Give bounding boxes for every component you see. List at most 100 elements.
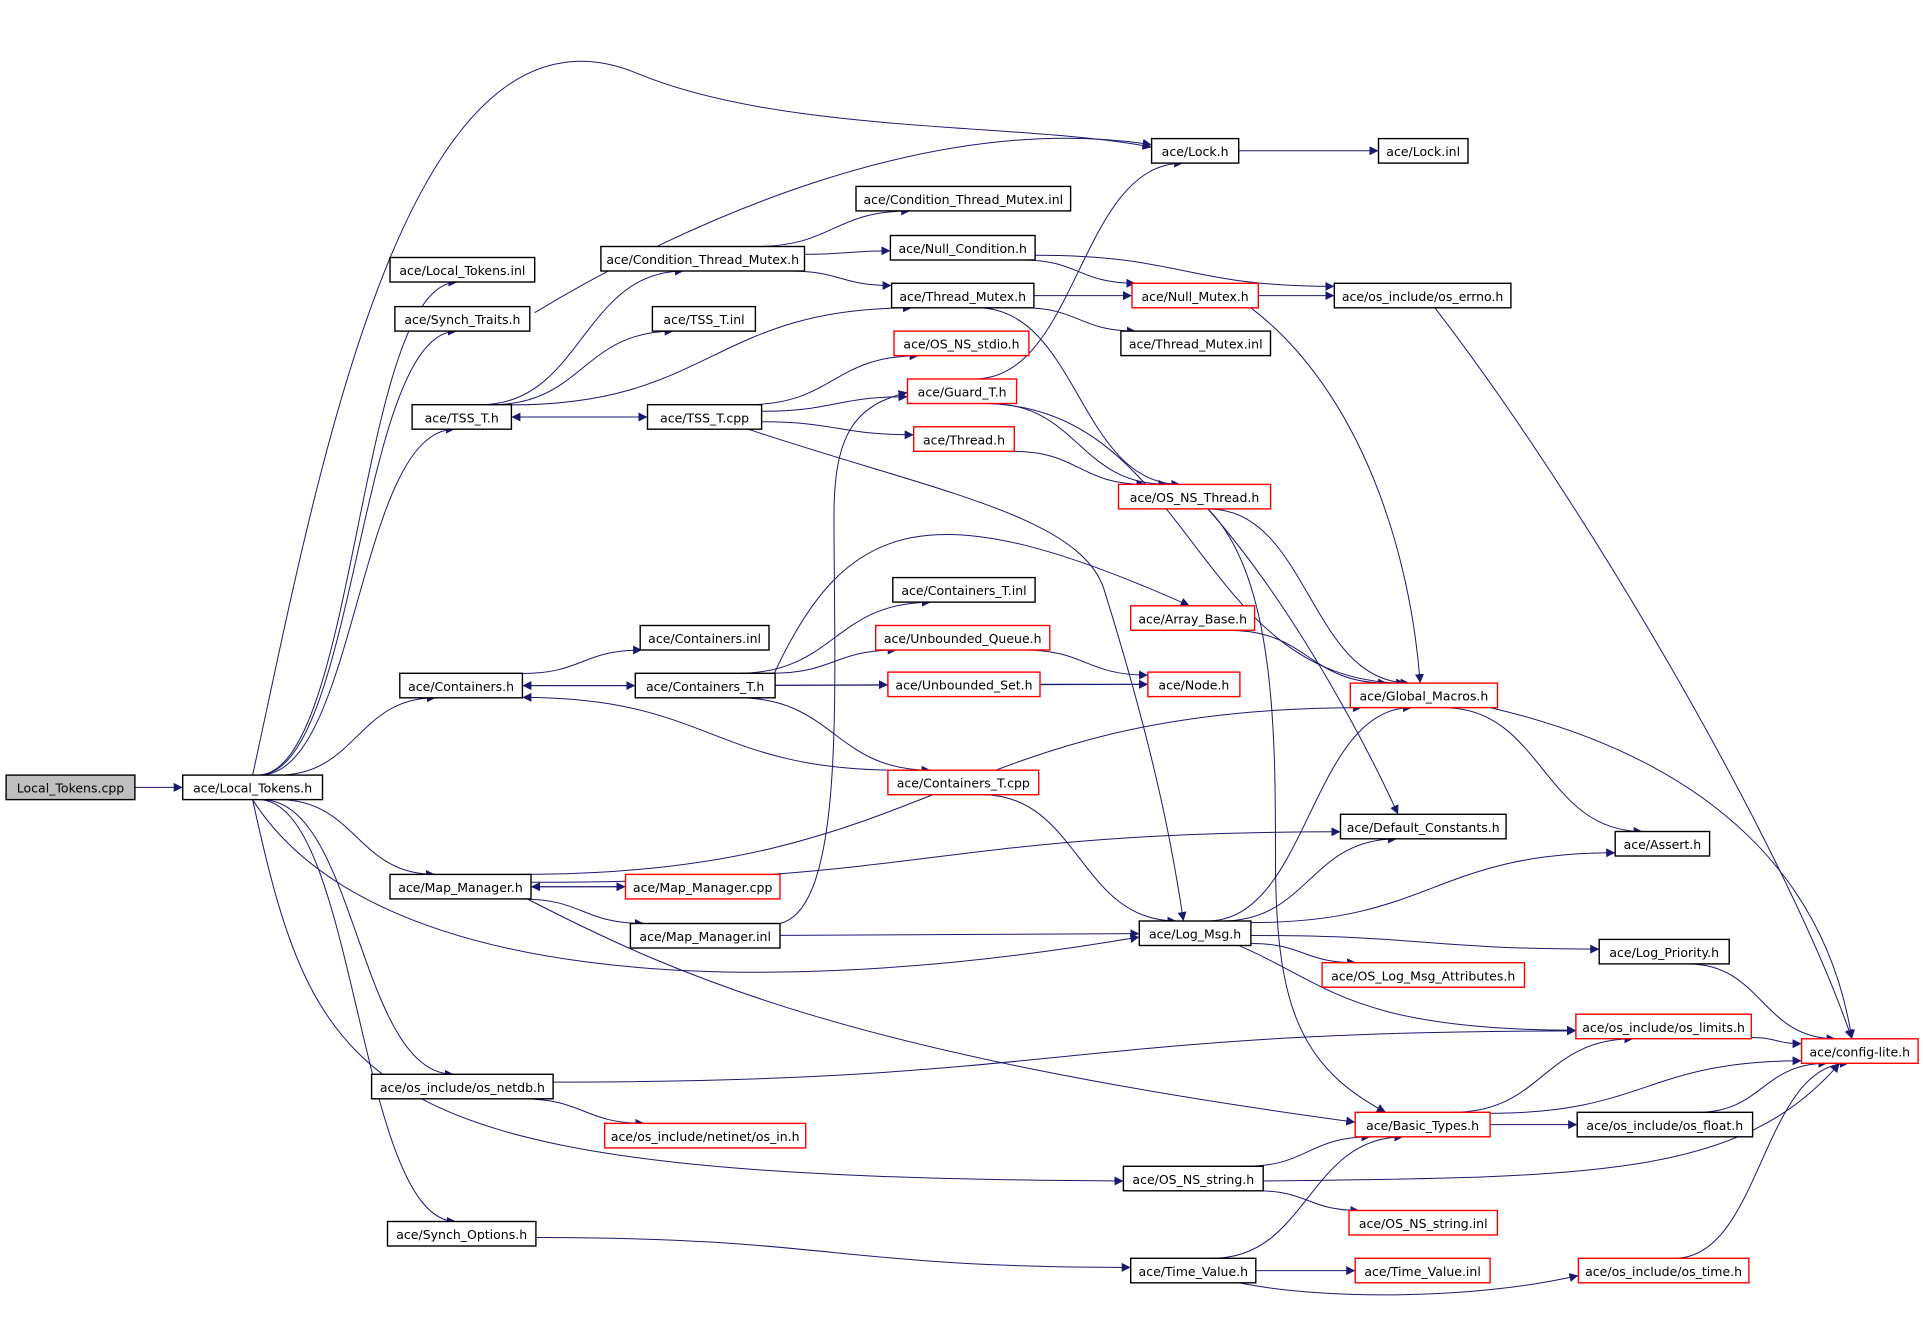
node-box bbox=[634, 672, 776, 699]
edge-global-macros-to-assert bbox=[1443, 707, 1643, 836]
node-containers-t-inl[interactable]: ace/Containers_T.inl bbox=[892, 576, 1036, 603]
node-box bbox=[855, 185, 1072, 212]
node-label: ace/Log_Msg.h bbox=[1149, 927, 1241, 942]
node-box bbox=[1598, 938, 1730, 965]
node-synch-options[interactable]: ace/Synch_Options.h bbox=[386, 1220, 537, 1247]
node-unbounded-set[interactable]: ace/Unbounded_Set.h bbox=[887, 671, 1041, 698]
edge-log-msg-to-os-limits bbox=[1238, 945, 1576, 1035]
node-lock-h[interactable]: ace/Lock.h bbox=[1150, 137, 1240, 164]
edge-null-condition-to-os-errno bbox=[1035, 254, 1335, 291]
node-os-time[interactable]: ace/os_include/os_time.h bbox=[1577, 1257, 1750, 1284]
node-box bbox=[1349, 682, 1499, 709]
node-os-ns-string[interactable]: ace/OS_NS_string.h bbox=[1122, 1165, 1264, 1192]
node-label: ace/Map_Manager.inl bbox=[639, 929, 771, 944]
edge-basic-types-to-os-limits bbox=[1452, 1034, 1634, 1113]
node-box bbox=[887, 671, 1041, 698]
node-local-tokens-cpp[interactable]: Local_Tokens.cpp bbox=[5, 774, 136, 801]
node-box bbox=[1138, 920, 1252, 947]
node-os-limits[interactable]: ace/os_include/os_limits.h bbox=[1575, 1013, 1753, 1040]
node-tss-t-h[interactable]: ace/TSS_T.h bbox=[411, 404, 513, 430]
edge-time-value-to-basic-types bbox=[1212, 1132, 1404, 1259]
node-box bbox=[411, 404, 513, 430]
node-local-tokens-inl[interactable]: ace/Local_Tokens.inl bbox=[389, 256, 536, 283]
node-assert[interactable]: ace/Assert.h bbox=[1614, 830, 1711, 857]
edge-thread-mutex-h-to-os-ns-thread bbox=[976, 307, 1181, 489]
node-os-ns-stdio[interactable]: ace/OS_NS_stdio.h bbox=[893, 330, 1030, 357]
edge-log-msg-to-log-priority bbox=[1250, 935, 1600, 954]
node-os-log-msg-attr[interactable]: ace/OS_Log_Msg_Attributes.h bbox=[1321, 962, 1526, 988]
node-array-base[interactable]: ace/Array_Base.h bbox=[1129, 605, 1256, 631]
node-time-value-inl[interactable]: ace/Time_Value.inl bbox=[1354, 1257, 1491, 1284]
node-containers-inl[interactable]: ace/Containers.inl bbox=[639, 624, 770, 651]
node-os-ns-thread[interactable]: ace/OS_NS_Thread.h bbox=[1117, 483, 1272, 510]
node-null-condition[interactable]: ace/Null_Condition.h bbox=[889, 234, 1036, 261]
node-time-value[interactable]: ace/Time_Value.h bbox=[1129, 1257, 1257, 1284]
node-basic-types[interactable]: ace/Basic_Types.h bbox=[1354, 1111, 1491, 1138]
node-box bbox=[394, 305, 531, 332]
node-box bbox=[875, 624, 1051, 651]
edge-map-manager-h-to-basic-types bbox=[527, 898, 1356, 1126]
node-cond-mutex-h[interactable]: ace/Condition_Thread_Mutex.h bbox=[600, 245, 806, 272]
node-box bbox=[646, 404, 763, 430]
node-label: ace/Map_Manager.h bbox=[398, 880, 523, 895]
node-box bbox=[624, 873, 781, 900]
node-thread-mutex-inl[interactable]: ace/Thread_Mutex.inl bbox=[1120, 330, 1272, 357]
node-os-float[interactable]: ace/os_include/os_float.h bbox=[1576, 1111, 1754, 1138]
node-tss-t-inl[interactable]: ace/TSS_T.inl bbox=[651, 305, 757, 332]
edge-null-mutex-to-global-macros bbox=[1250, 307, 1425, 684]
node-label: ace/OS_Log_Msg_Attributes.h bbox=[1331, 968, 1515, 983]
edge-os-limits-to-config-lite bbox=[1751, 1037, 1802, 1049]
node-thread-h[interactable]: ace/Thread.h bbox=[913, 426, 1016, 452]
node-synch-traits[interactable]: ace/Synch_Traits.h bbox=[394, 305, 531, 332]
node-box bbox=[1120, 330, 1272, 357]
edge-synch-options-to-time-value bbox=[535, 1237, 1131, 1272]
node-containers-t-h[interactable]: ace/Containers_T.h bbox=[634, 672, 776, 699]
node-box bbox=[887, 769, 1040, 796]
node-map-manager-h[interactable]: ace/Map_Manager.h bbox=[389, 873, 532, 900]
edge-os-time-to-config-lite bbox=[1674, 1058, 1849, 1259]
node-global-macros[interactable]: ace/Global_Macros.h bbox=[1349, 682, 1499, 709]
node-label: ace/Containers_T.inl bbox=[901, 583, 1026, 598]
node-tss-t-cpp[interactable]: ace/TSS_T.cpp bbox=[646, 404, 763, 430]
node-box bbox=[1122, 1165, 1264, 1192]
node-box bbox=[913, 426, 1016, 452]
edge-cond-mutex-h-to-null-condition bbox=[804, 246, 891, 256]
node-unbounded-queue[interactable]: ace/Unbounded_Queue.h bbox=[875, 624, 1051, 651]
node-config-lite[interactable]: ace/config-lite.h bbox=[1800, 1038, 1919, 1065]
node-label: ace/Unbounded_Queue.h bbox=[884, 631, 1042, 646]
node-box bbox=[890, 282, 1035, 309]
node-local-tokens-h[interactable]: ace/Local_Tokens.h bbox=[181, 774, 324, 801]
node-box bbox=[1577, 1257, 1750, 1284]
node-guard-t[interactable]: ace/Guard_T.h bbox=[906, 378, 1018, 405]
node-cond-mutex-inl[interactable]: ace/Condition_Thread_Mutex.inl bbox=[855, 185, 1072, 212]
node-log-priority[interactable]: ace/Log_Priority.h bbox=[1598, 938, 1730, 965]
node-default-constants[interactable]: ace/Default_Constants.h bbox=[1339, 813, 1507, 840]
node-label: ace/os_include/os_limits.h bbox=[1582, 1020, 1745, 1035]
edge-guard-t-to-lock-h bbox=[973, 158, 1184, 380]
edge-local-tokens-h-to-synch-options bbox=[258, 799, 457, 1226]
node-thread-mutex-h[interactable]: ace/Thread_Mutex.h bbox=[890, 282, 1035, 309]
node-map-manager-inl[interactable]: ace/Map_Manager.inl bbox=[629, 922, 781, 949]
node-os-netdb[interactable]: ace/os_include/os_netdb.h bbox=[370, 1073, 554, 1100]
node-map-manager-cpp[interactable]: ace/Map_Manager.cpp bbox=[624, 873, 781, 900]
node-containers-t-cpp[interactable]: ace/Containers_T.cpp bbox=[887, 769, 1040, 796]
node-box bbox=[1150, 137, 1240, 164]
node-node-h[interactable]: ace/Node.h bbox=[1147, 671, 1241, 698]
node-os-in[interactable]: ace/os_include/netinet/os_in.h bbox=[603, 1122, 807, 1149]
edge-map-manager-h-to-map-manager-inl bbox=[521, 898, 645, 928]
node-label: ace/os_include/os_time.h bbox=[1585, 1264, 1742, 1279]
node-box bbox=[1321, 962, 1526, 988]
node-label: ace/OS_NS_Thread.h bbox=[1130, 490, 1260, 505]
edge-time-value-to-os-time bbox=[1238, 1273, 1579, 1296]
edge-basic-types-to-config-lite bbox=[1490, 1056, 1802, 1114]
node-containers-h[interactable]: ace/Containers.h bbox=[399, 672, 524, 699]
node-box bbox=[603, 1122, 807, 1149]
node-box bbox=[1129, 605, 1256, 631]
node-label: ace/Containers_T.h bbox=[646, 679, 764, 694]
node-os-errno[interactable]: ace/os_include/os_errno.h bbox=[1333, 282, 1512, 309]
node-os-ns-string-inl[interactable]: ace/OS_NS_string.inl bbox=[1348, 1209, 1499, 1236]
node-label: ace/Thread_Mutex.inl bbox=[1129, 337, 1263, 352]
node-lock-inl[interactable]: ace/Lock.inl bbox=[1377, 137, 1469, 164]
node-log-msg[interactable]: ace/Log_Msg.h bbox=[1138, 920, 1252, 947]
node-null-mutex[interactable]: ace/Null_Mutex.h bbox=[1131, 282, 1260, 309]
